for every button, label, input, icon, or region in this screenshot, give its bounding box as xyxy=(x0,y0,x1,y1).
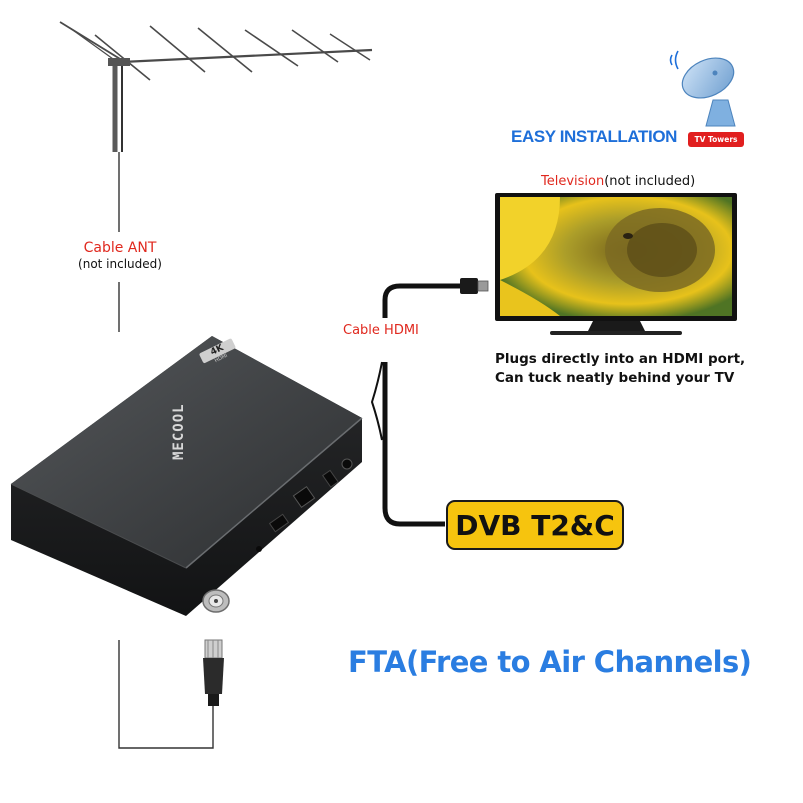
hdmi-plug-icon xyxy=(460,278,489,294)
satellite-dish-icon xyxy=(669,50,736,127)
cable-ant-caption: Cable ANT (not included) xyxy=(60,240,180,271)
device-brand: MECOOL xyxy=(171,403,187,460)
hdmi-description-line-1: Plugs directly into an HDMI port, xyxy=(495,351,746,367)
antenna-cable xyxy=(118,152,214,749)
cable-ant-note: (not included) xyxy=(78,257,162,271)
hdmi-description-line-2: Can tuck neatly behind your TV xyxy=(495,370,735,386)
hdmi-cable xyxy=(370,278,489,527)
dvb-badge: DVB T2&C xyxy=(446,500,624,550)
television-note: (not included) xyxy=(604,174,696,189)
cable-ant-label: Cable ANT xyxy=(83,240,157,256)
fta-heading: FTA(Free to Air Channels) xyxy=(348,645,752,679)
television-caption: Television(not included) xyxy=(541,174,695,189)
cable-hdmi-label: Cable HDMI xyxy=(343,323,419,338)
television-icon xyxy=(495,193,737,335)
easy-installation-heading: EASY INSTALLATION xyxy=(511,127,678,146)
coax-socket-icon xyxy=(202,589,230,613)
hdmi-description: Plugs directly into an HDMI port, Can tu… xyxy=(495,350,745,388)
yagi-antenna-icon xyxy=(59,21,373,152)
tv-towers-badge: TV Towers xyxy=(688,132,744,147)
coax-plug-icon xyxy=(203,639,224,706)
television-label: Television xyxy=(541,174,605,189)
set-top-box-icon xyxy=(10,336,363,616)
